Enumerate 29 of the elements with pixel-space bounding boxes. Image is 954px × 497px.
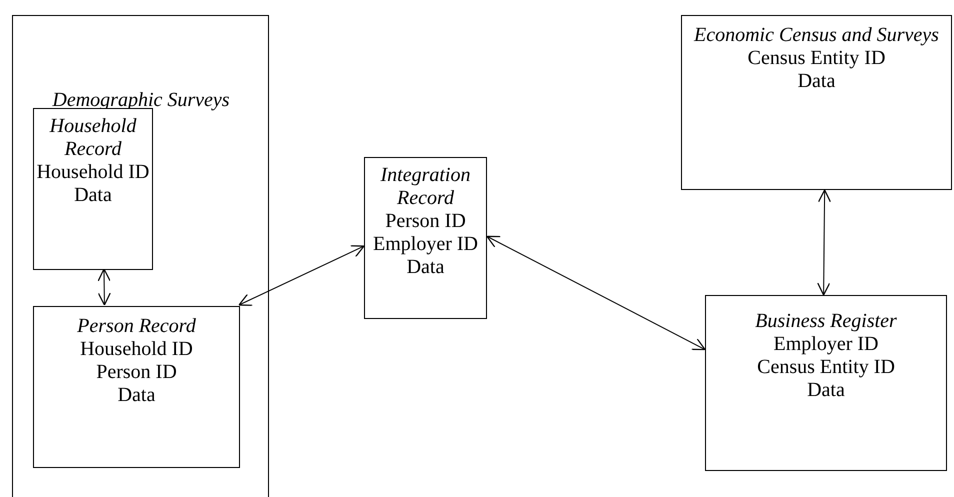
- group-box: [12, 15, 269, 497]
- field-text: Data: [116, 384, 156, 407]
- double-arrow: [817, 189, 832, 296]
- field-text: Person ID: [384, 210, 467, 233]
- field-text: Census Entity ID: [756, 356, 896, 379]
- double-arrow: [238, 245, 365, 306]
- record-title: Business Register: [754, 310, 898, 333]
- field-text: Person ID: [95, 361, 178, 384]
- group-title: Demographic Surveys: [51, 89, 231, 112]
- field-text: Data: [796, 70, 836, 93]
- record-title: Household Record: [48, 115, 138, 161]
- record-box: [681, 15, 952, 190]
- field-text: Employer ID: [772, 333, 880, 356]
- record-box: [33, 108, 153, 270]
- field-text: Census Entity ID: [746, 47, 886, 70]
- record-box: [364, 157, 487, 319]
- field-text: Employer ID: [372, 233, 479, 256]
- field-text: Household ID: [36, 161, 150, 184]
- field-text: Data: [406, 256, 446, 279]
- record-title: Integration Record: [380, 164, 472, 210]
- field-text: Data: [73, 184, 113, 207]
- record-box: [705, 295, 947, 471]
- record-title: Economic Census and Surveys: [692, 24, 940, 47]
- record-box: [33, 306, 240, 468]
- double-arrow: [486, 236, 706, 350]
- record-title: Person Record: [76, 315, 197, 338]
- double-arrow: [98, 268, 111, 306]
- field-text: Household ID: [79, 338, 194, 361]
- field-text: Data: [806, 379, 846, 402]
